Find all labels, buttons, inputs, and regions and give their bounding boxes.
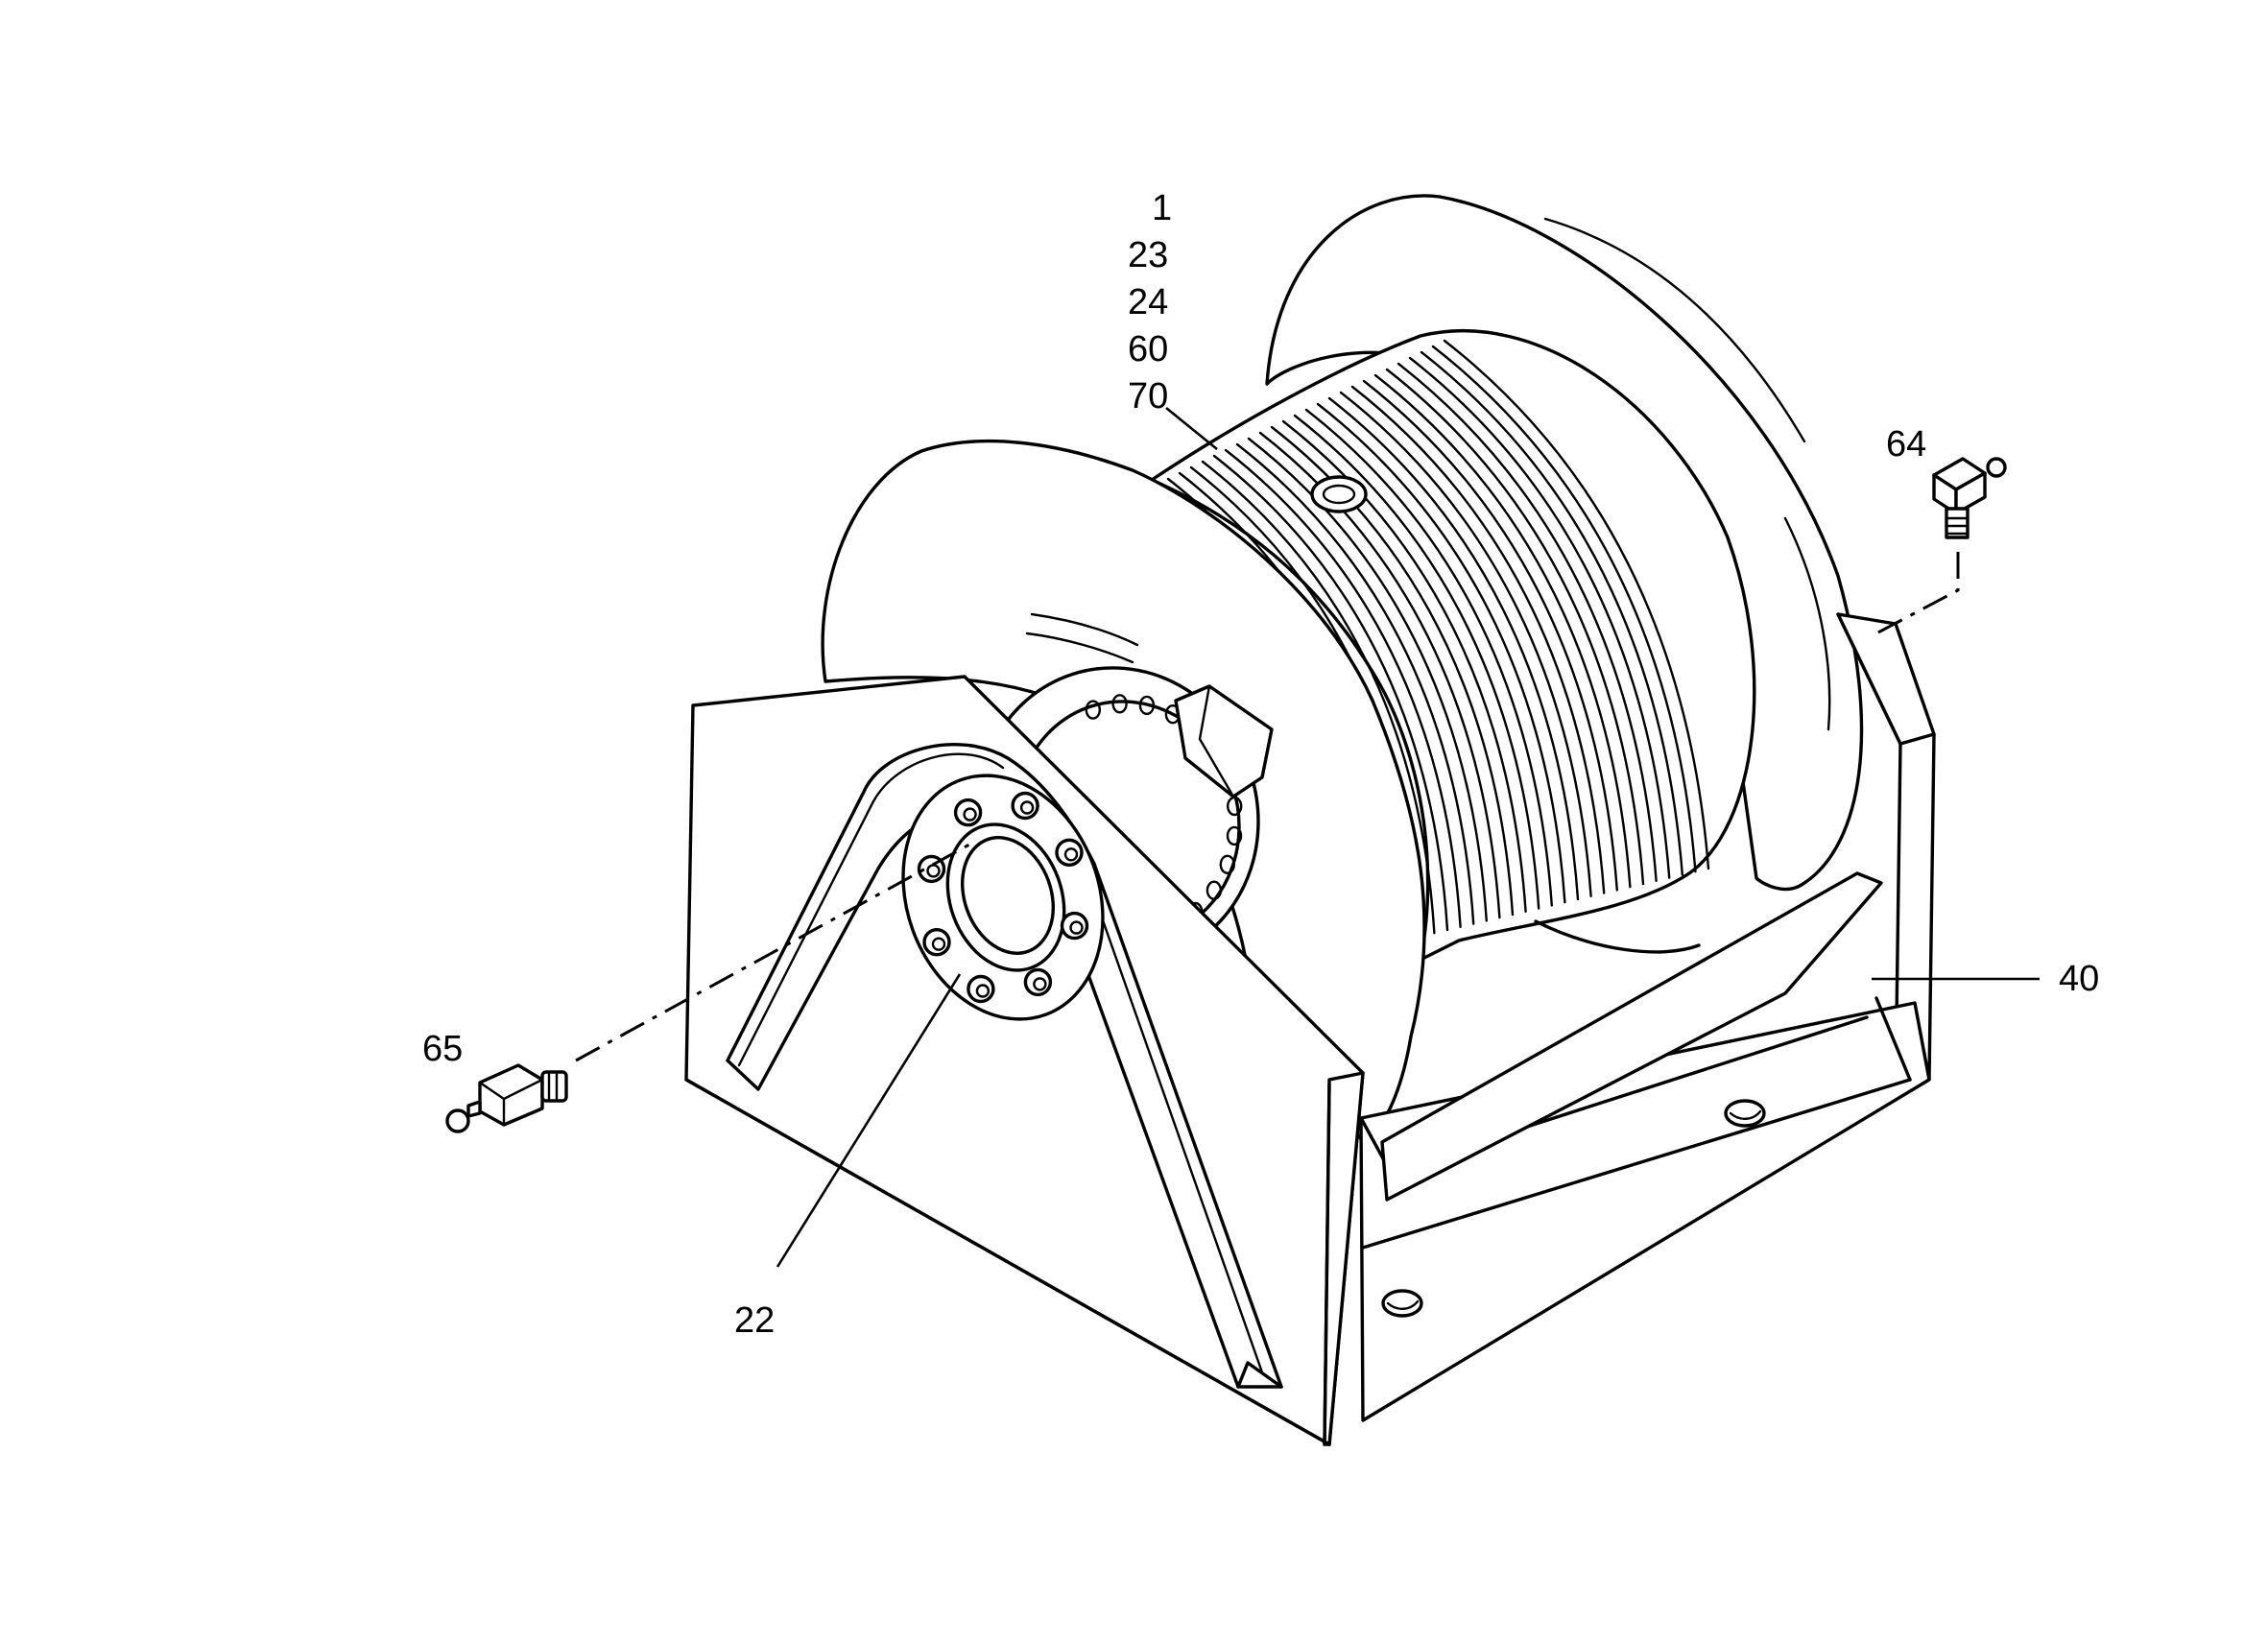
callout-23: 23 <box>1128 235 1168 275</box>
fitting-65-leader-line <box>575 843 970 1062</box>
cable-drum <box>1150 329 1756 962</box>
cable-wrap-line <box>1304 408 1553 907</box>
callout-70: 70 <box>1128 376 1168 417</box>
callout-22: 22 <box>734 1300 775 1341</box>
cable-wrap-line <box>1224 448 1462 928</box>
cable-wrap-line <box>1201 460 1436 935</box>
front-flange-bolts <box>917 791 1089 1004</box>
grease-fitting-65 <box>445 1063 568 1133</box>
cable-wrap-line <box>1339 391 1592 897</box>
flange-bolt-head <box>1033 977 1047 991</box>
cable-wrap-line <box>1293 414 1540 910</box>
flange-bolt <box>967 974 995 1004</box>
callout-60: 60 <box>1128 329 1168 369</box>
cable-wrap-line <box>1397 362 1658 882</box>
cable-wrap-line <box>1212 454 1449 932</box>
hub-bolt-hole <box>1206 880 1223 900</box>
callout-65: 65 <box>422 1029 463 1069</box>
cable-wrap-line <box>1443 339 1710 870</box>
cable-wrap-line <box>1408 356 1671 879</box>
flange-bolt-head <box>963 807 977 822</box>
cable-wrap-line <box>1350 385 1606 894</box>
cable-wrap-line <box>1235 442 1475 925</box>
flange-bolt <box>1055 838 1084 867</box>
leader-22 <box>776 973 962 1268</box>
flange-bolt <box>922 928 951 957</box>
flange-bolt <box>1011 791 1039 821</box>
flange-bolt <box>1023 967 1053 997</box>
drum-cable-hole <box>1310 475 1368 513</box>
flange-bolt-head <box>931 937 946 951</box>
cable-wrap-line <box>1362 379 1618 892</box>
front-flange-plate <box>901 774 1105 1021</box>
cable-wrap-line <box>1431 345 1697 873</box>
flange-bolt <box>953 798 983 827</box>
base-mount-hole-right <box>1724 1099 1766 1128</box>
cable-wrap-line <box>1316 402 1566 904</box>
cable-wrap-line <box>1327 396 1580 901</box>
flange-bolt-head <box>975 984 991 998</box>
cable-wrap-line <box>1373 373 1632 889</box>
flange-bolt-head <box>1019 800 1035 815</box>
fitting-64-leader-line <box>1875 552 1960 635</box>
callout-64: 64 <box>1886 424 1926 465</box>
hub-bolt-hole <box>1138 695 1156 716</box>
flange-bolt-head <box>1069 920 1084 935</box>
cable-wrap-line <box>1281 419 1527 913</box>
grease-fitting-64 <box>1932 457 2007 539</box>
callout-40: 40 <box>2059 959 2099 999</box>
hub-bolt-hole <box>1226 825 1243 846</box>
cable-wrap-line <box>1247 437 1488 922</box>
hub-bolt-hole <box>1085 700 1102 720</box>
callout-1: 1 <box>1152 188 1172 228</box>
base-frame <box>1359 871 1931 1422</box>
leader-70 <box>1165 406 1218 451</box>
hub-bolt-hole <box>1111 694 1128 714</box>
hub-bolt-hole <box>1219 854 1236 874</box>
cable-wrap-line <box>1420 350 1683 876</box>
flange-bolt <box>1060 911 1089 941</box>
cable-wraps <box>1155 339 1710 947</box>
base-mount-hole-left <box>1381 1289 1423 1318</box>
flange-bolt-head <box>1063 847 1079 862</box>
callout-24: 24 <box>1128 282 1168 322</box>
cable-wrap-line <box>1385 368 1645 886</box>
